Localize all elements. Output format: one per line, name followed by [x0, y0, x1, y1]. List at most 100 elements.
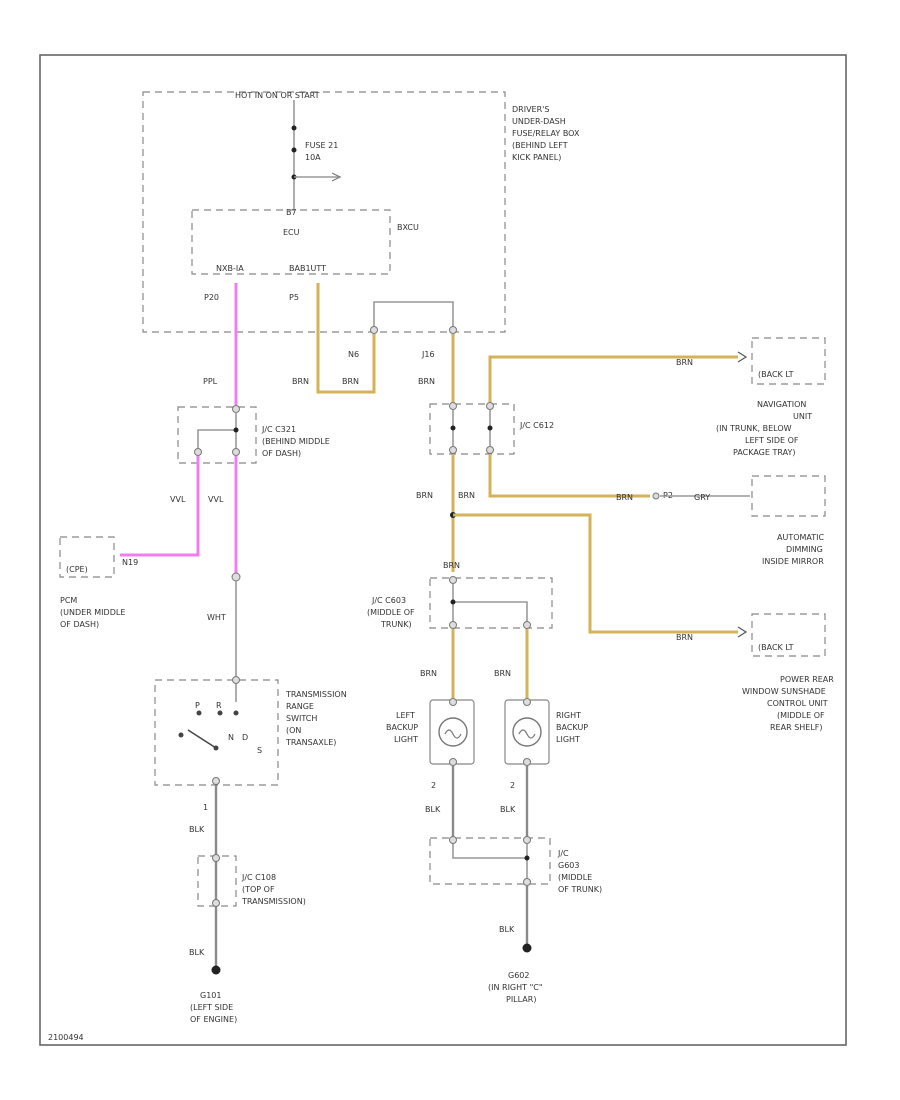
brn-label-right-bus: BRN — [458, 491, 475, 500]
right-bulb-icon — [512, 717, 542, 747]
pcm-outline — [59, 536, 115, 578]
left-light-node-bottom — [449, 758, 457, 766]
svg-text:TRANSAXLE): TRANSAXLE) — [285, 738, 336, 747]
vvl-label-1: VVL — [170, 495, 186, 504]
ecu-label: ECU — [283, 228, 300, 237]
shade-connector-icon — [737, 626, 748, 638]
nav-code: (BACK LT — [758, 370, 794, 379]
mirror-connector — [652, 492, 660, 500]
jc-c612-label: J/C C612 — [519, 421, 554, 430]
c603-node-top — [449, 576, 457, 584]
g101-ground-icon — [211, 965, 221, 975]
svg-text:S: S — [257, 746, 262, 755]
jc-g603-label: J/C G603 (MIDDLE OF TRUNK) — [557, 849, 602, 894]
svg-text:BACKUP: BACKUP — [556, 723, 588, 732]
pin-p5: P5 — [289, 293, 299, 302]
fuse-branch-arrow — [331, 172, 342, 182]
svg-text:RIGHT: RIGHT — [556, 711, 581, 720]
ecu-box-outline — [191, 209, 391, 275]
g602-label: G602 (IN RIGHT "C" PILLAR) — [488, 971, 543, 1004]
jc-c603-outline — [429, 577, 553, 629]
fuse-node-top — [291, 125, 297, 131]
blk-label-1: BLK — [189, 825, 205, 834]
c612-node-1 — [449, 402, 457, 410]
left-bulb-icon — [438, 717, 468, 747]
svg-text:FUSE/RELAY BOX: FUSE/RELAY BOX — [512, 129, 580, 138]
nav-connector-icon — [737, 351, 748, 363]
pin-right-light-2: 2 — [510, 781, 515, 790]
vvl-label-2: VVL — [208, 495, 224, 504]
g603-bus — [452, 844, 527, 859]
mirror-name: AUTOMATIC DIMMING INSIDE MIRROR — [762, 533, 825, 566]
svg-text:(IN TRUNK, BELOW: (IN TRUNK, BELOW — [716, 424, 792, 433]
svg-text:SWITCH: SWITCH — [286, 714, 317, 723]
brn-label-shade: BRN — [676, 633, 693, 642]
mirror-outline — [751, 475, 826, 517]
pcm-name: PCM (UNDER MIDDLE OF DASH) — [60, 596, 125, 629]
pin-n6: N6 — [348, 350, 359, 359]
c612-node-3 — [449, 446, 457, 454]
pcm-pin: N19 — [122, 558, 138, 567]
svg-text:OF ENGINE): OF ENGINE) — [190, 1015, 237, 1024]
internal-jumper — [373, 301, 454, 330]
svg-text:LIGHT: LIGHT — [556, 735, 580, 744]
svg-text:G602: G602 — [508, 971, 529, 980]
brn-label-right-light: BRN — [494, 669, 511, 678]
svg-text:BACKUP: BACKUP — [386, 723, 418, 732]
svg-text:(BEHIND LEFT: (BEHIND LEFT — [512, 141, 568, 150]
g603-node-right — [523, 836, 531, 844]
shade-unit-name: POWER REAR WINDOW SUNSHADE CONTROL UNIT … — [742, 675, 834, 732]
c321-node-left — [194, 448, 202, 456]
svg-text:TRUNK): TRUNK) — [380, 620, 412, 629]
svg-text:DRIVER'S: DRIVER'S — [512, 105, 549, 114]
box-code: BXCU — [397, 223, 419, 232]
svg-text:D: D — [242, 733, 248, 742]
vvl-wire-pcm — [120, 456, 200, 557]
left-light-node-top — [449, 698, 457, 706]
brn-label-nav: BRN — [676, 358, 693, 367]
pcm-code: (CPE) — [66, 565, 88, 574]
pin-j16: J16 — [421, 350, 435, 359]
trs-node-top — [232, 676, 240, 684]
brn-wire-nav — [488, 355, 738, 402]
svg-text:LEFT: LEFT — [396, 711, 415, 720]
c603-node-right — [523, 621, 531, 629]
pin-left-light-2: 2 — [431, 781, 436, 790]
svg-text:J/C C603: J/C C603 — [371, 596, 406, 605]
svg-text:J/C C108: J/C C108 — [241, 873, 276, 882]
brn-label-left-light: BRN — [420, 669, 437, 678]
c612-node-2 — [486, 402, 494, 410]
trs-node-bottom — [212, 777, 220, 785]
svg-text:REAR SHELF): REAR SHELF) — [770, 723, 823, 732]
svg-text:(ON: (ON — [286, 726, 301, 735]
svg-text:R: R — [216, 701, 222, 710]
svg-text:INSIDE MIRROR: INSIDE MIRROR — [762, 557, 824, 566]
g603-dot — [524, 855, 530, 861]
svg-text:J/C C321: J/C C321 — [261, 425, 296, 434]
jc-g603-outline — [429, 837, 551, 885]
svg-text:G603: G603 — [558, 861, 579, 870]
svg-text:PCM: PCM — [60, 596, 77, 605]
fuse-label: FUSE 21 — [305, 141, 338, 150]
footer-code: 2100494 — [48, 1033, 84, 1042]
c603-node-left — [449, 621, 457, 629]
diagram-frame — [39, 54, 847, 1046]
nav-unit-name: NAVIGATION UNIT (IN TRUNK, BELOW LEFT SI… — [716, 400, 812, 457]
fuse-pin-in: B7 — [286, 208, 297, 217]
svg-text:(TOP OF: (TOP OF — [242, 885, 275, 894]
svg-text:(LEFT SIDE: (LEFT SIDE — [190, 1003, 233, 1012]
jc-c612-outline — [429, 403, 515, 455]
svg-text:(MIDDLE: (MIDDLE — [558, 873, 592, 882]
shade-unit-outline — [751, 613, 826, 657]
right-light-node-bottom — [523, 758, 531, 766]
svg-text:POWER REAR: POWER REAR — [780, 675, 834, 684]
c321-branch — [197, 429, 236, 450]
jc-c108-label: J/C C108 (TOP OF TRANSMISSION) — [241, 873, 306, 906]
svg-text:PACKAGE TRAY): PACKAGE TRAY) — [733, 448, 795, 457]
svg-text:LEFT SIDE OF: LEFT SIDE OF — [745, 436, 799, 445]
wht-connector — [231, 572, 241, 582]
fuse-box-name: DRIVER'S UNDER-DASH FUSE/RELAY BOX (BEHI… — [512, 105, 580, 162]
hot-label: HOT IN ON OR START — [235, 91, 320, 100]
nav-unit-outline — [751, 337, 826, 385]
c603-dot — [450, 599, 456, 605]
